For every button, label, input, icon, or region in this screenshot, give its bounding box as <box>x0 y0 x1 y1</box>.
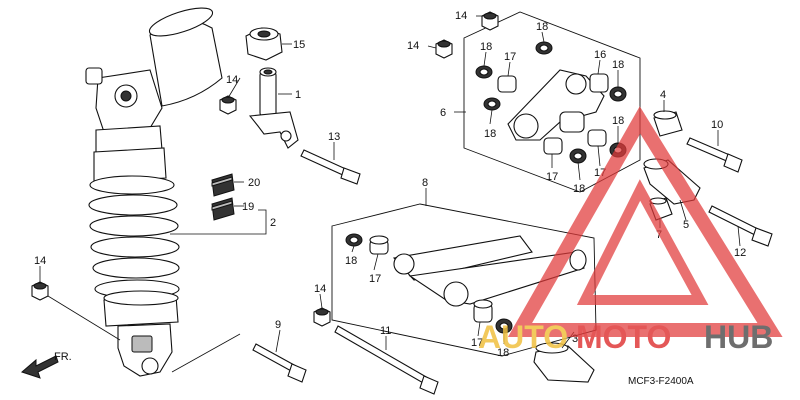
watermark-triangle-logo <box>507 106 783 337</box>
collar-7 <box>649 197 673 221</box>
callout-14-left: 14 <box>34 255 46 267</box>
callout-14-mid: 14 <box>314 283 326 295</box>
callout-labels: 14 15 1 13 20 19 2 14 9 14 11 8 18 17 17… <box>34 10 746 359</box>
callout-18-f6-d: 18 <box>612 59 624 71</box>
callout-18-f6-e: 18 <box>612 115 624 127</box>
callout-1: 1 <box>295 89 301 101</box>
nut-14-mid <box>313 307 331 327</box>
bolt-9 <box>252 343 307 383</box>
bolt-12 <box>708 205 773 247</box>
callout-16: 16 <box>594 49 606 61</box>
watermark: AUTO MOTO HUB <box>478 106 783 355</box>
frame-8 <box>331 203 597 357</box>
bolt-13 <box>300 149 361 185</box>
callout-3: 3 <box>572 333 578 345</box>
callout-8: 8 <box>422 177 428 189</box>
nut-14-left <box>31 281 49 301</box>
callout-17-frame8-a: 17 <box>369 273 381 285</box>
leader-lines <box>39 15 741 373</box>
callout-14: 14 <box>226 74 238 86</box>
nut-15 <box>245 27 283 61</box>
nut-14-top <box>219 95 237 115</box>
callout-4: 4 <box>660 89 666 101</box>
callout-13: 13 <box>328 131 340 143</box>
callout-15: 15 <box>293 39 305 51</box>
callout-17-frame8-b: 17 <box>471 337 483 349</box>
plates-19-20 <box>211 173 235 221</box>
callout-5: 5 <box>683 219 689 231</box>
callout-14-ur-b: 14 <box>407 40 419 52</box>
callout-14-ur-a: 14 <box>455 10 467 22</box>
callout-18-f6-b: 18 <box>480 41 492 53</box>
callout-2: 2 <box>270 217 276 229</box>
callout-11: 11 <box>380 325 391 337</box>
callout-10: 10 <box>711 119 723 131</box>
joint-1 <box>248 67 299 149</box>
frame-6 <box>463 11 641 193</box>
collar-4 <box>653 110 683 137</box>
callout-17-f6-a: 17 <box>504 51 516 63</box>
diagram-code: MCF3-F2400A <box>628 376 694 387</box>
shock-absorber <box>85 7 223 377</box>
callout-18-f6-a: 18 <box>536 21 548 33</box>
nut-14-upper-right <box>435 11 499 59</box>
watermark-brand-part2: MOTO <box>576 319 671 355</box>
callout-20: 20 <box>248 177 260 189</box>
callout-17-f6-c: 17 <box>546 171 558 183</box>
front-direction-arrow: FR. <box>21 351 72 379</box>
callout-18-frame8-b: 18 <box>497 347 509 359</box>
watermark-brand-part3: HUB <box>704 319 773 355</box>
collar-3 <box>533 342 595 383</box>
callout-19: 19 <box>242 201 254 213</box>
callout-18-f6-c: 18 <box>484 128 496 140</box>
watermark-brand-part1: AUTO <box>478 319 568 355</box>
callout-18-f6-f: 18 <box>573 183 585 195</box>
callout-6: 6 <box>440 107 446 119</box>
bolt-10 <box>686 137 743 173</box>
bolt-11 <box>334 325 439 395</box>
callout-12: 12 <box>734 247 746 259</box>
spring <box>88 175 180 299</box>
callout-9: 9 <box>275 319 281 331</box>
fr-label: FR. <box>54 351 72 363</box>
callout-18-frame8-a: 18 <box>345 255 357 267</box>
